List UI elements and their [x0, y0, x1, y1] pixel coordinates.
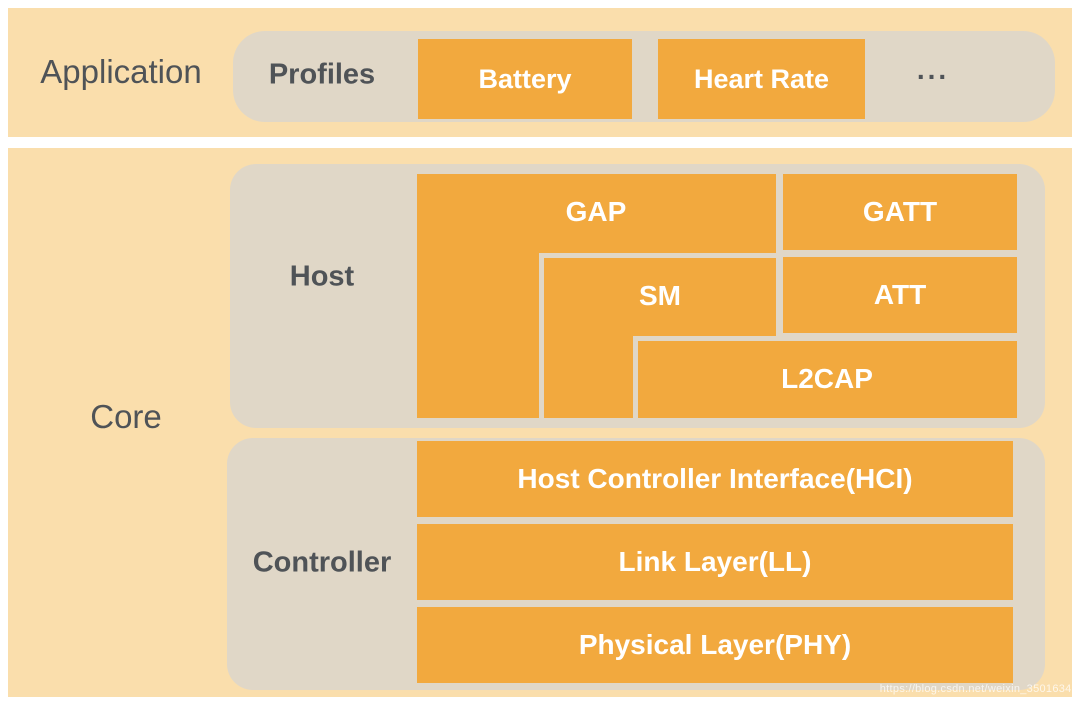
profiles-pill: Profiles Battery Heart Rate ... [233, 31, 1055, 122]
att-label: ATT [873, 279, 927, 310]
physical-layer-block: Physical Layer(PHY) [417, 607, 1013, 683]
heart-rate-profile-block: Heart Rate [658, 39, 865, 119]
heart-rate-label: Heart Rate [693, 63, 830, 94]
gatt-label: GATT [862, 196, 938, 227]
controller-label: Controller [252, 546, 392, 579]
application-band: Application Profiles Battery Heart Rate … [8, 8, 1072, 137]
sm-label: SM [639, 280, 681, 311]
att-block [783, 257, 1017, 333]
battery-profile-block: Battery [418, 39, 632, 119]
link-layer-label: Link Layer(LL) [618, 546, 812, 577]
watermark-url: https://blog.csdn.net/weixin_35016347 [879, 683, 1078, 695]
battery-label: Battery [478, 63, 572, 94]
profiles-label: Profiles [268, 58, 376, 91]
l2cap-block [633, 336, 1017, 418]
link-layer-block: Link Layer(LL) [417, 524, 1013, 600]
hci-layer-block: Host Controller Interface(HCI) [417, 441, 1013, 517]
host-label: Host [289, 260, 355, 293]
core-band: Core Host GAP GATT SM ATT L2CAP Controll… [8, 148, 1072, 697]
hci-layer-label: Host Controller Interface(HCI) [517, 463, 913, 494]
application-label: Application [40, 53, 202, 90]
host-pill: Host GAP GATT SM ATT L2CAP [230, 164, 1045, 428]
controller-pill: Controller Host Controller Interface(HCI… [227, 438, 1045, 690]
physical-layer-label: Physical Layer(PHY) [578, 629, 852, 660]
gap-label: GAP [565, 196, 627, 227]
gatt-block [783, 174, 1017, 250]
more-profiles-ellipsis: ... [916, 53, 950, 85]
core-label: Core [90, 398, 162, 435]
l2cap-label: L2CAP [781, 363, 873, 394]
